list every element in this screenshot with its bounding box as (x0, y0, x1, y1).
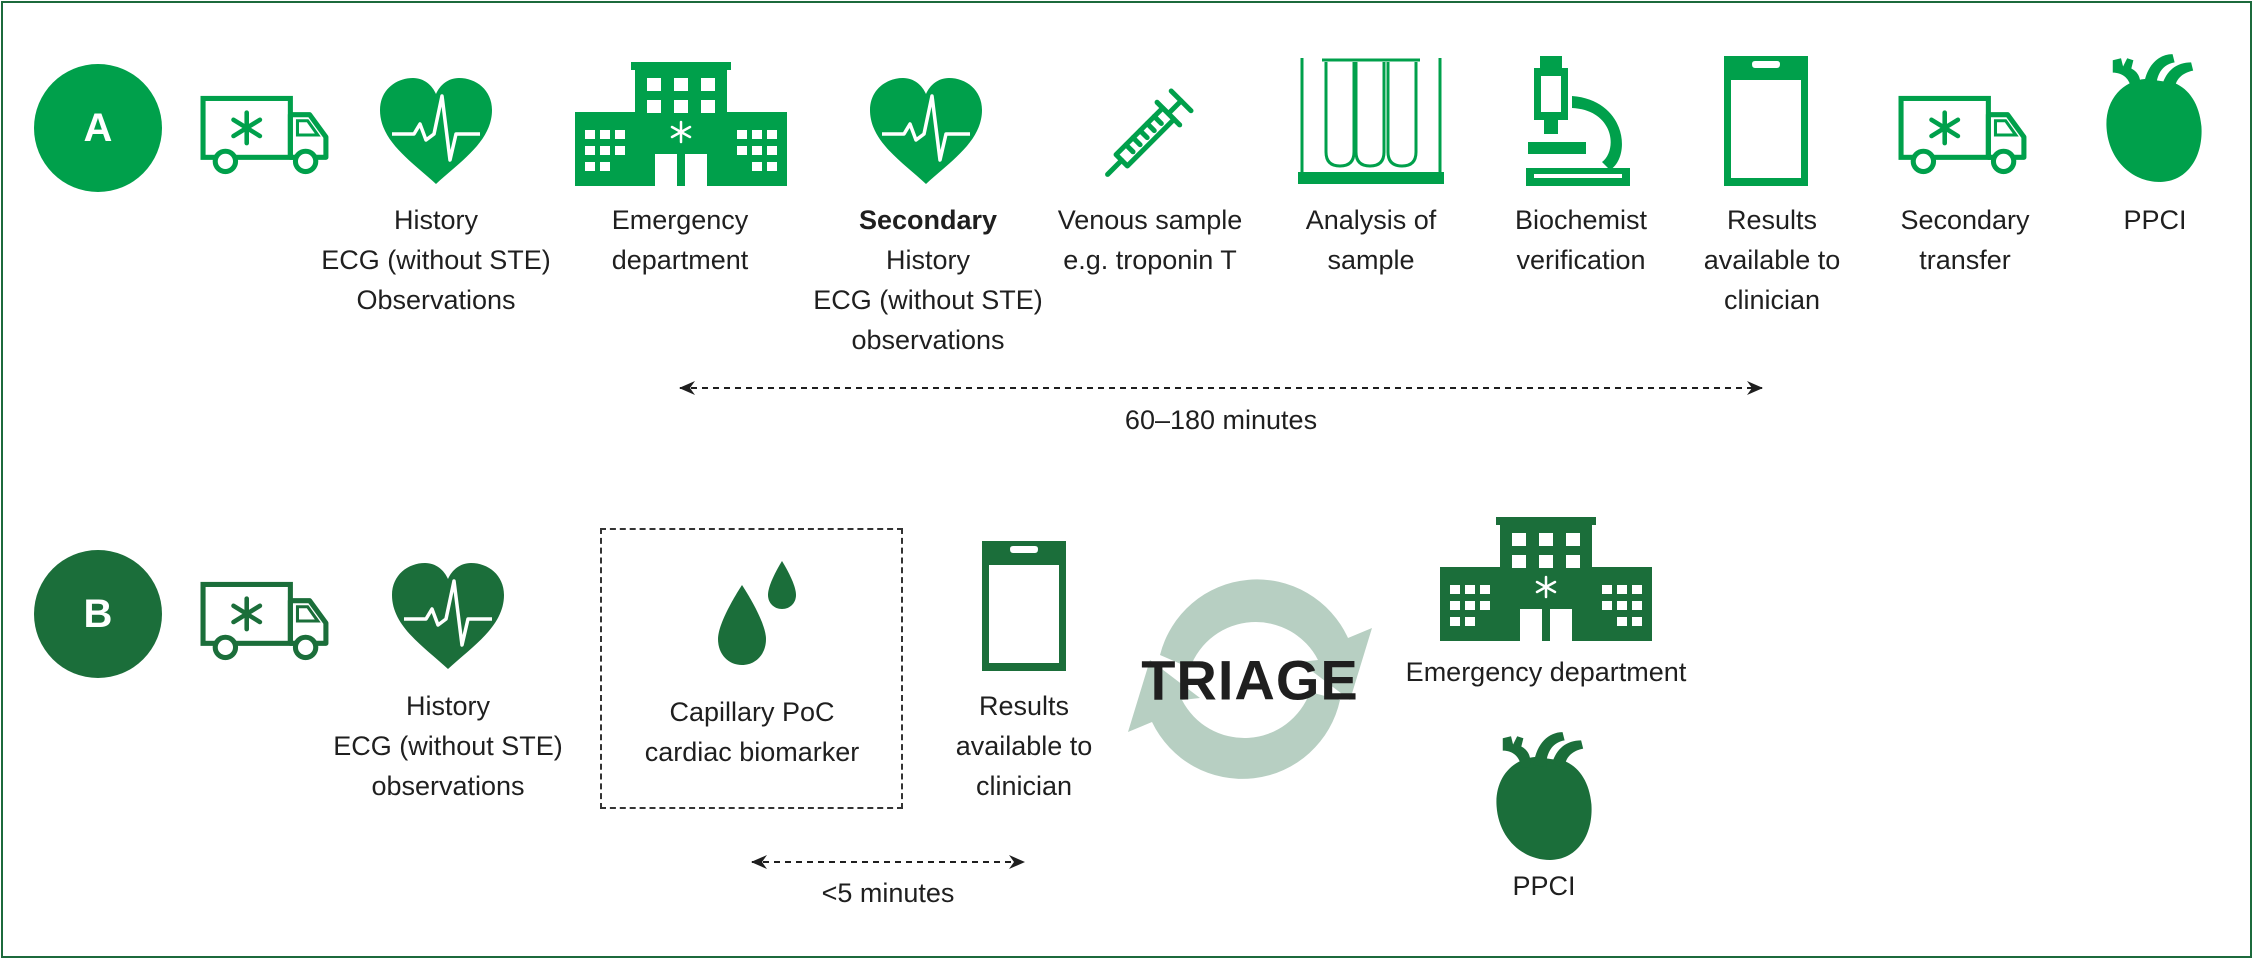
anatomical-heart-icon (1496, 732, 1592, 860)
row-a-step-label: Secondary transfer (1900, 200, 2029, 280)
label-line: Secondary (858, 205, 998, 235)
row-b-step-label: Emergency department (1406, 652, 1687, 692)
label-line: clinician (975, 771, 1073, 801)
label-line: observations (851, 325, 1005, 355)
syringe-icon (1096, 90, 1192, 186)
triage-label: TRIAGE (1141, 648, 1359, 712)
label-line: Observations (356, 285, 516, 315)
ambulance-icon (203, 98, 326, 171)
label-line: Secondary (1900, 205, 2030, 235)
label-line: Results (978, 691, 1070, 721)
label-line: History (405, 691, 490, 721)
label-line: Analysis of (1305, 205, 1437, 235)
duration-label-a: 60–180 minutes (1124, 405, 1318, 435)
label-line: Biochemist (1514, 205, 1648, 235)
row-a-step-label: Emergency department (612, 200, 749, 280)
anatomical-heart-icon (2106, 54, 2202, 182)
label-line: Emergency department (1405, 657, 1687, 687)
label-line: transfer (1919, 245, 2011, 275)
label-line: clinician (1723, 285, 1821, 315)
badge-a: A (34, 64, 162, 192)
triage-cycle-arrows (1128, 579, 1372, 779)
row-a-step-label: Analysis of sample (1306, 200, 1437, 280)
label-line: available to (1703, 245, 1841, 275)
label-line: available to (955, 731, 1093, 761)
row-b-step-label: Results available to clinician (956, 686, 1093, 806)
label-line: department (611, 245, 749, 275)
hospital-icon (1440, 515, 1652, 641)
label-line: Results (1726, 205, 1818, 235)
ambulance-icon (203, 584, 326, 657)
row-a-step-label: Venous sample e.g. troponin T (1058, 200, 1243, 280)
badge-b: B (34, 550, 162, 678)
label-line: PPCI (1512, 871, 1576, 901)
microscope-icon (1526, 56, 1630, 186)
label-line: PPCI (2123, 205, 2187, 235)
results-sheet-icon (982, 541, 1066, 671)
label-line: ECG (without STE) (813, 285, 1043, 315)
hospital-icon (575, 60, 787, 186)
label-line: Emergency (611, 205, 749, 235)
heart-ecg-icon (868, 76, 984, 186)
ambulance-icon (1901, 98, 2024, 171)
test-tubes-icon (1298, 56, 1444, 186)
results-sheet-icon (1724, 56, 1808, 186)
row-b-step-label: Capillary PoC cardiac biomarker (645, 692, 860, 772)
label-line: e.g. troponin T (1063, 245, 1237, 275)
row-b-step-label: PPCI (1512, 866, 1575, 906)
row-a-step-label: Biochemist verification (1515, 200, 1647, 280)
label-line: History (885, 245, 970, 275)
label-line: History (393, 205, 478, 235)
heart-ecg-icon (378, 76, 494, 186)
row-a-step-label: Results available to clinician (1704, 200, 1841, 320)
label-line: ECG (without STE) (321, 245, 551, 275)
duration-label-b: <5 minutes (821, 878, 955, 908)
label-line: sample (1327, 245, 1415, 275)
row-a-icons (203, 54, 2202, 186)
poc-test-box (600, 528, 903, 809)
label-line: Venous sample (1057, 205, 1243, 235)
label-line: Capillary PoC (669, 697, 835, 727)
heart-ecg-icon (390, 561, 506, 671)
label-line: observations (371, 771, 525, 801)
label-line: verification (1516, 245, 1646, 275)
label-line: cardiac biomarker (644, 737, 860, 767)
label-line: ECG (without STE) (333, 731, 563, 761)
row-a-step-label: PPCI (2123, 200, 2186, 240)
